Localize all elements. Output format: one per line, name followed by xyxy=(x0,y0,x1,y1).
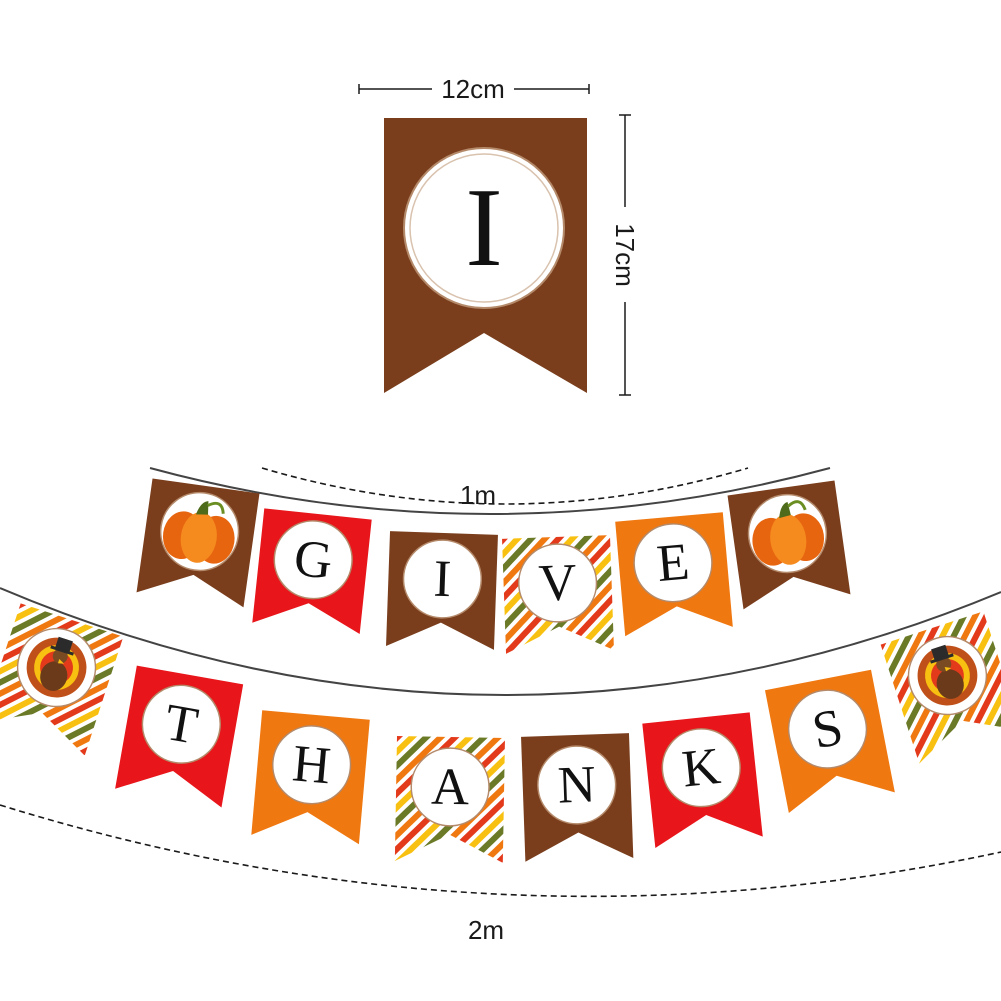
bottom_row-flag-4: N xyxy=(521,733,634,862)
top_row-flag-3: V xyxy=(502,535,614,654)
top-length-arc xyxy=(261,467,749,505)
top_row-flag-5 xyxy=(727,480,851,610)
bottom_row-flag-5-letter: K xyxy=(679,737,723,799)
sample-flag: I xyxy=(384,118,587,393)
bottom_row-flag-2: H xyxy=(251,710,370,845)
bottom-row-flags: TH A N KS xyxy=(0,603,1001,863)
bottom_row-flag-7 xyxy=(880,611,1001,764)
top_row-flag-1: G xyxy=(252,508,372,635)
top_row-flag-0 xyxy=(136,478,260,608)
bottom_row-flag-1: T xyxy=(115,665,244,808)
bottom_row-flag-3: A xyxy=(394,736,505,863)
top_row-flag-2-letter: I xyxy=(433,550,452,609)
bottom-string xyxy=(0,587,1001,696)
width-dimension: 12cm xyxy=(358,74,590,104)
sample-flag-letter: I xyxy=(465,166,502,290)
bottom_row-flag-0 xyxy=(0,603,124,756)
bottom_row-flag-6: S xyxy=(764,669,895,814)
top_row-flag-4: E xyxy=(615,512,733,637)
bottom-length-label: 2m xyxy=(468,915,504,945)
bottom_row-flag-4-letter: N xyxy=(557,755,597,814)
bottom_row-flag-5: K xyxy=(642,712,763,848)
top-length-label: 1m xyxy=(460,480,496,510)
bottom-length-arc xyxy=(0,804,1001,898)
height-label: 17cm xyxy=(610,223,640,287)
top_row-flag-4-letter: E xyxy=(655,533,692,594)
top_row-flag-3-letter: V xyxy=(538,553,578,612)
height-dimension: 17cm xyxy=(610,114,640,396)
top-string xyxy=(149,467,831,515)
top_row-flag-1-letter: G xyxy=(291,529,335,591)
top_row-flag-2: I xyxy=(386,531,498,650)
bottom_row-flag-2-letter: H xyxy=(290,734,333,795)
width-label: 12cm xyxy=(441,74,505,104)
bottom_row-flag-3-letter: A xyxy=(431,758,470,817)
